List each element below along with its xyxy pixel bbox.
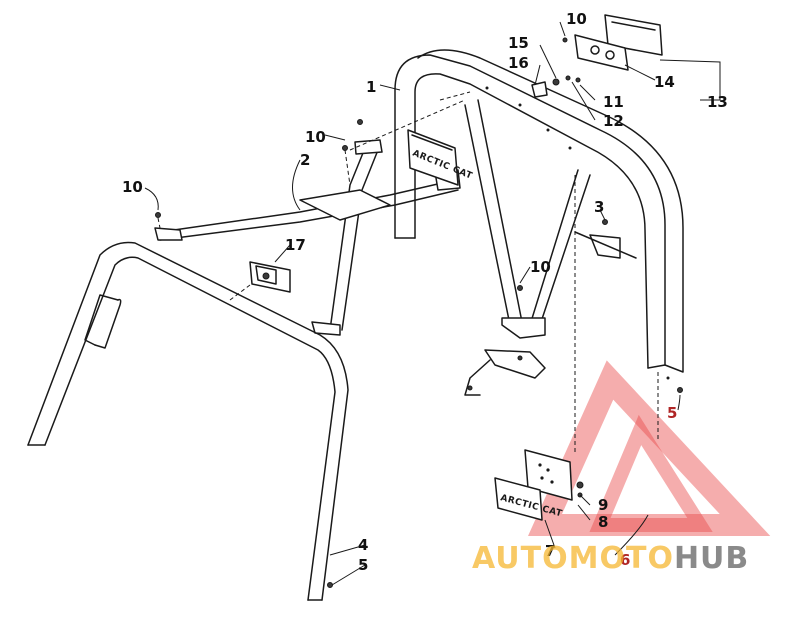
callout-9: 9 — [598, 496, 608, 514]
callout-10-top: 10 — [566, 10, 587, 28]
light-assembly-6: ARCTIC CAT — [494, 449, 584, 521]
bolt-icons — [155, 119, 683, 588]
callouts: 1 2 3 4 5 5 6 7 8 9 10 10 10 10 11 12 13… — [122, 10, 728, 574]
callout-4: 4 — [358, 536, 368, 554]
leader-lines — [144, 21, 721, 586]
callout-1: 1 — [366, 78, 376, 96]
callout-15: 15 — [508, 34, 529, 52]
watermark-part1: AUTOMOTO — [472, 541, 674, 576]
callout-10-right: 10 — [530, 258, 551, 276]
badge-plate-top: ARCTIC CAT — [407, 129, 474, 186]
callout-12: 12 — [603, 112, 624, 130]
watermark-logo-icon — [528, 360, 771, 536]
callout-8: 8 — [598, 513, 608, 531]
step-bracket — [464, 349, 546, 396]
bracket-17 — [249, 261, 291, 293]
watermark: AUTOMOTOHUB — [472, 541, 749, 576]
svg-text:AUTOMOTOHUB: AUTOMOTOHUB — [472, 541, 749, 576]
front-roll-bar — [27, 241, 349, 601]
callout-16: 16 — [508, 54, 529, 72]
callout-5-rear: 5 — [667, 404, 677, 422]
main-roll-bar — [394, 49, 684, 380]
callout-14: 14 — [654, 73, 675, 91]
callout-13: 13 — [707, 93, 728, 111]
callout-10-mid: 10 — [305, 128, 326, 146]
watermark-part2: HUB — [674, 541, 749, 576]
callout-3: 3 — [594, 198, 604, 216]
callout-2: 2 — [300, 151, 310, 169]
callout-10-left: 10 — [122, 178, 143, 196]
callout-17: 17 — [285, 236, 306, 254]
callout-6: 6 — [620, 551, 630, 569]
callout-11: 11 — [603, 93, 624, 111]
light-assembly-13 — [531, 14, 663, 98]
callout-5-front: 5 — [358, 556, 368, 574]
callout-7: 7 — [545, 542, 555, 560]
